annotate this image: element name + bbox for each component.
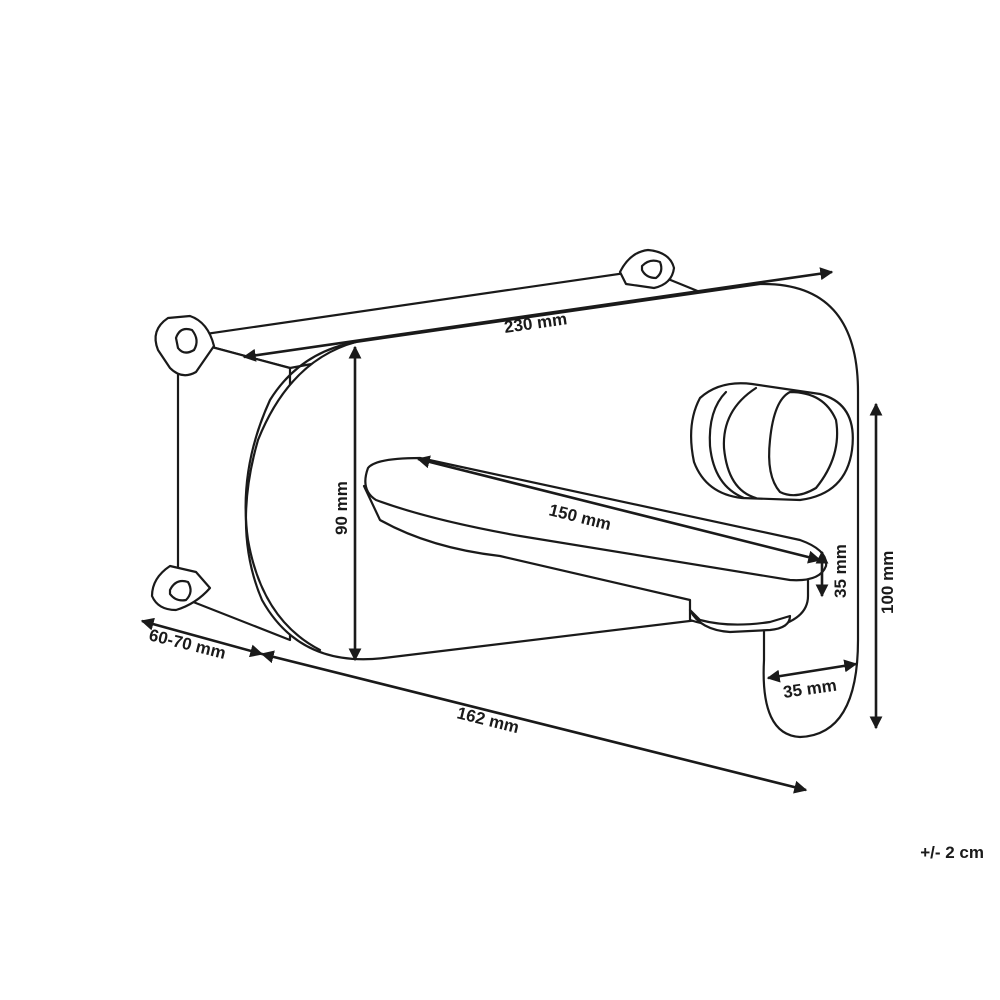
dim-arrow-60-70 [140, 617, 264, 658]
dim-arrow-230 [242, 267, 834, 362]
spout-aerator [688, 608, 792, 634]
dimension-lines [140, 267, 883, 794]
mounting-ear-hole-bottom-left [168, 579, 192, 602]
mounting-ear-hole-top-right [640, 259, 663, 280]
tolerance-note: +/- 2 cm [920, 843, 984, 862]
label-90: 90 mm [332, 481, 351, 535]
wall-plate-edge [244, 340, 358, 652]
label-35-vertical: 35 mm [831, 544, 850, 598]
mounting-ear-hole-top-left [174, 327, 198, 354]
handle [690, 382, 854, 502]
dim-arrow-162 [260, 650, 808, 794]
label-60-70: 60-70 mm [147, 625, 228, 662]
label-162: 162 mm [455, 703, 521, 737]
label-100: 100 mm [878, 551, 897, 614]
dim-arrow-150 [416, 455, 822, 564]
